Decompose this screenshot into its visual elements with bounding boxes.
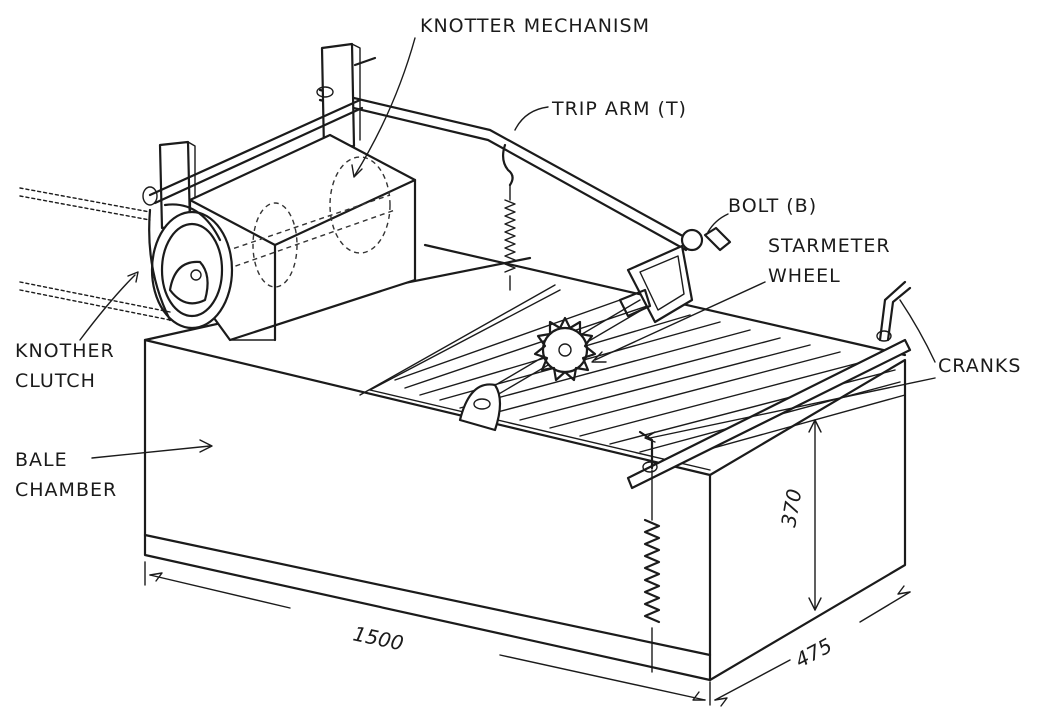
- front-spring: [643, 469, 661, 673]
- label-trip-arm: TRIP ARM (T): [551, 98, 687, 120]
- label-bale-line2: CHAMBER: [15, 479, 117, 501]
- twine-lines: [19, 187, 171, 321]
- label-knotter-mechanism: KNOTTER MECHANISM: [420, 15, 650, 37]
- label-knother-line2: CLUTCH: [15, 370, 96, 392]
- leader-lines: [79, 37, 936, 459]
- label-bale-line1: BALE: [15, 449, 68, 471]
- dimension-width: 475: [791, 633, 836, 672]
- label-knother-line1: KNOTHER: [15, 340, 115, 362]
- label-starmeter-line1: STARMETER: [768, 235, 891, 257]
- trip-arm-drawing: [318, 88, 732, 324]
- knotter-box: [188, 133, 417, 342]
- hanging-spring: [501, 143, 516, 291]
- label-starmeter-line2: WHEEL: [768, 265, 841, 287]
- knotter-frame: [142, 42, 377, 230]
- crank-bar: [626, 280, 912, 490]
- knother-clutch-drawing: [148, 203, 234, 330]
- dimension-length: 1500: [351, 621, 406, 655]
- starmeter-wheel-drawing: [458, 299, 646, 432]
- label-bolt: BOLT (B): [728, 195, 817, 217]
- dimension-lines: [144, 419, 911, 707]
- label-cranks: CRANKS: [938, 355, 1021, 377]
- dimension-height: 370: [776, 487, 806, 529]
